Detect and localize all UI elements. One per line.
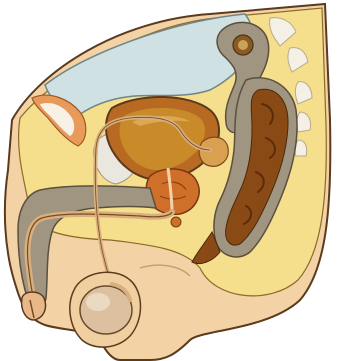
- testis: [80, 286, 132, 334]
- bulbourethral-gland: [171, 217, 181, 227]
- seminal-vesicle: [199, 137, 228, 166]
- sigmoid-colon-lumen-inner: [238, 40, 248, 50]
- testis-highlight: [86, 293, 110, 311]
